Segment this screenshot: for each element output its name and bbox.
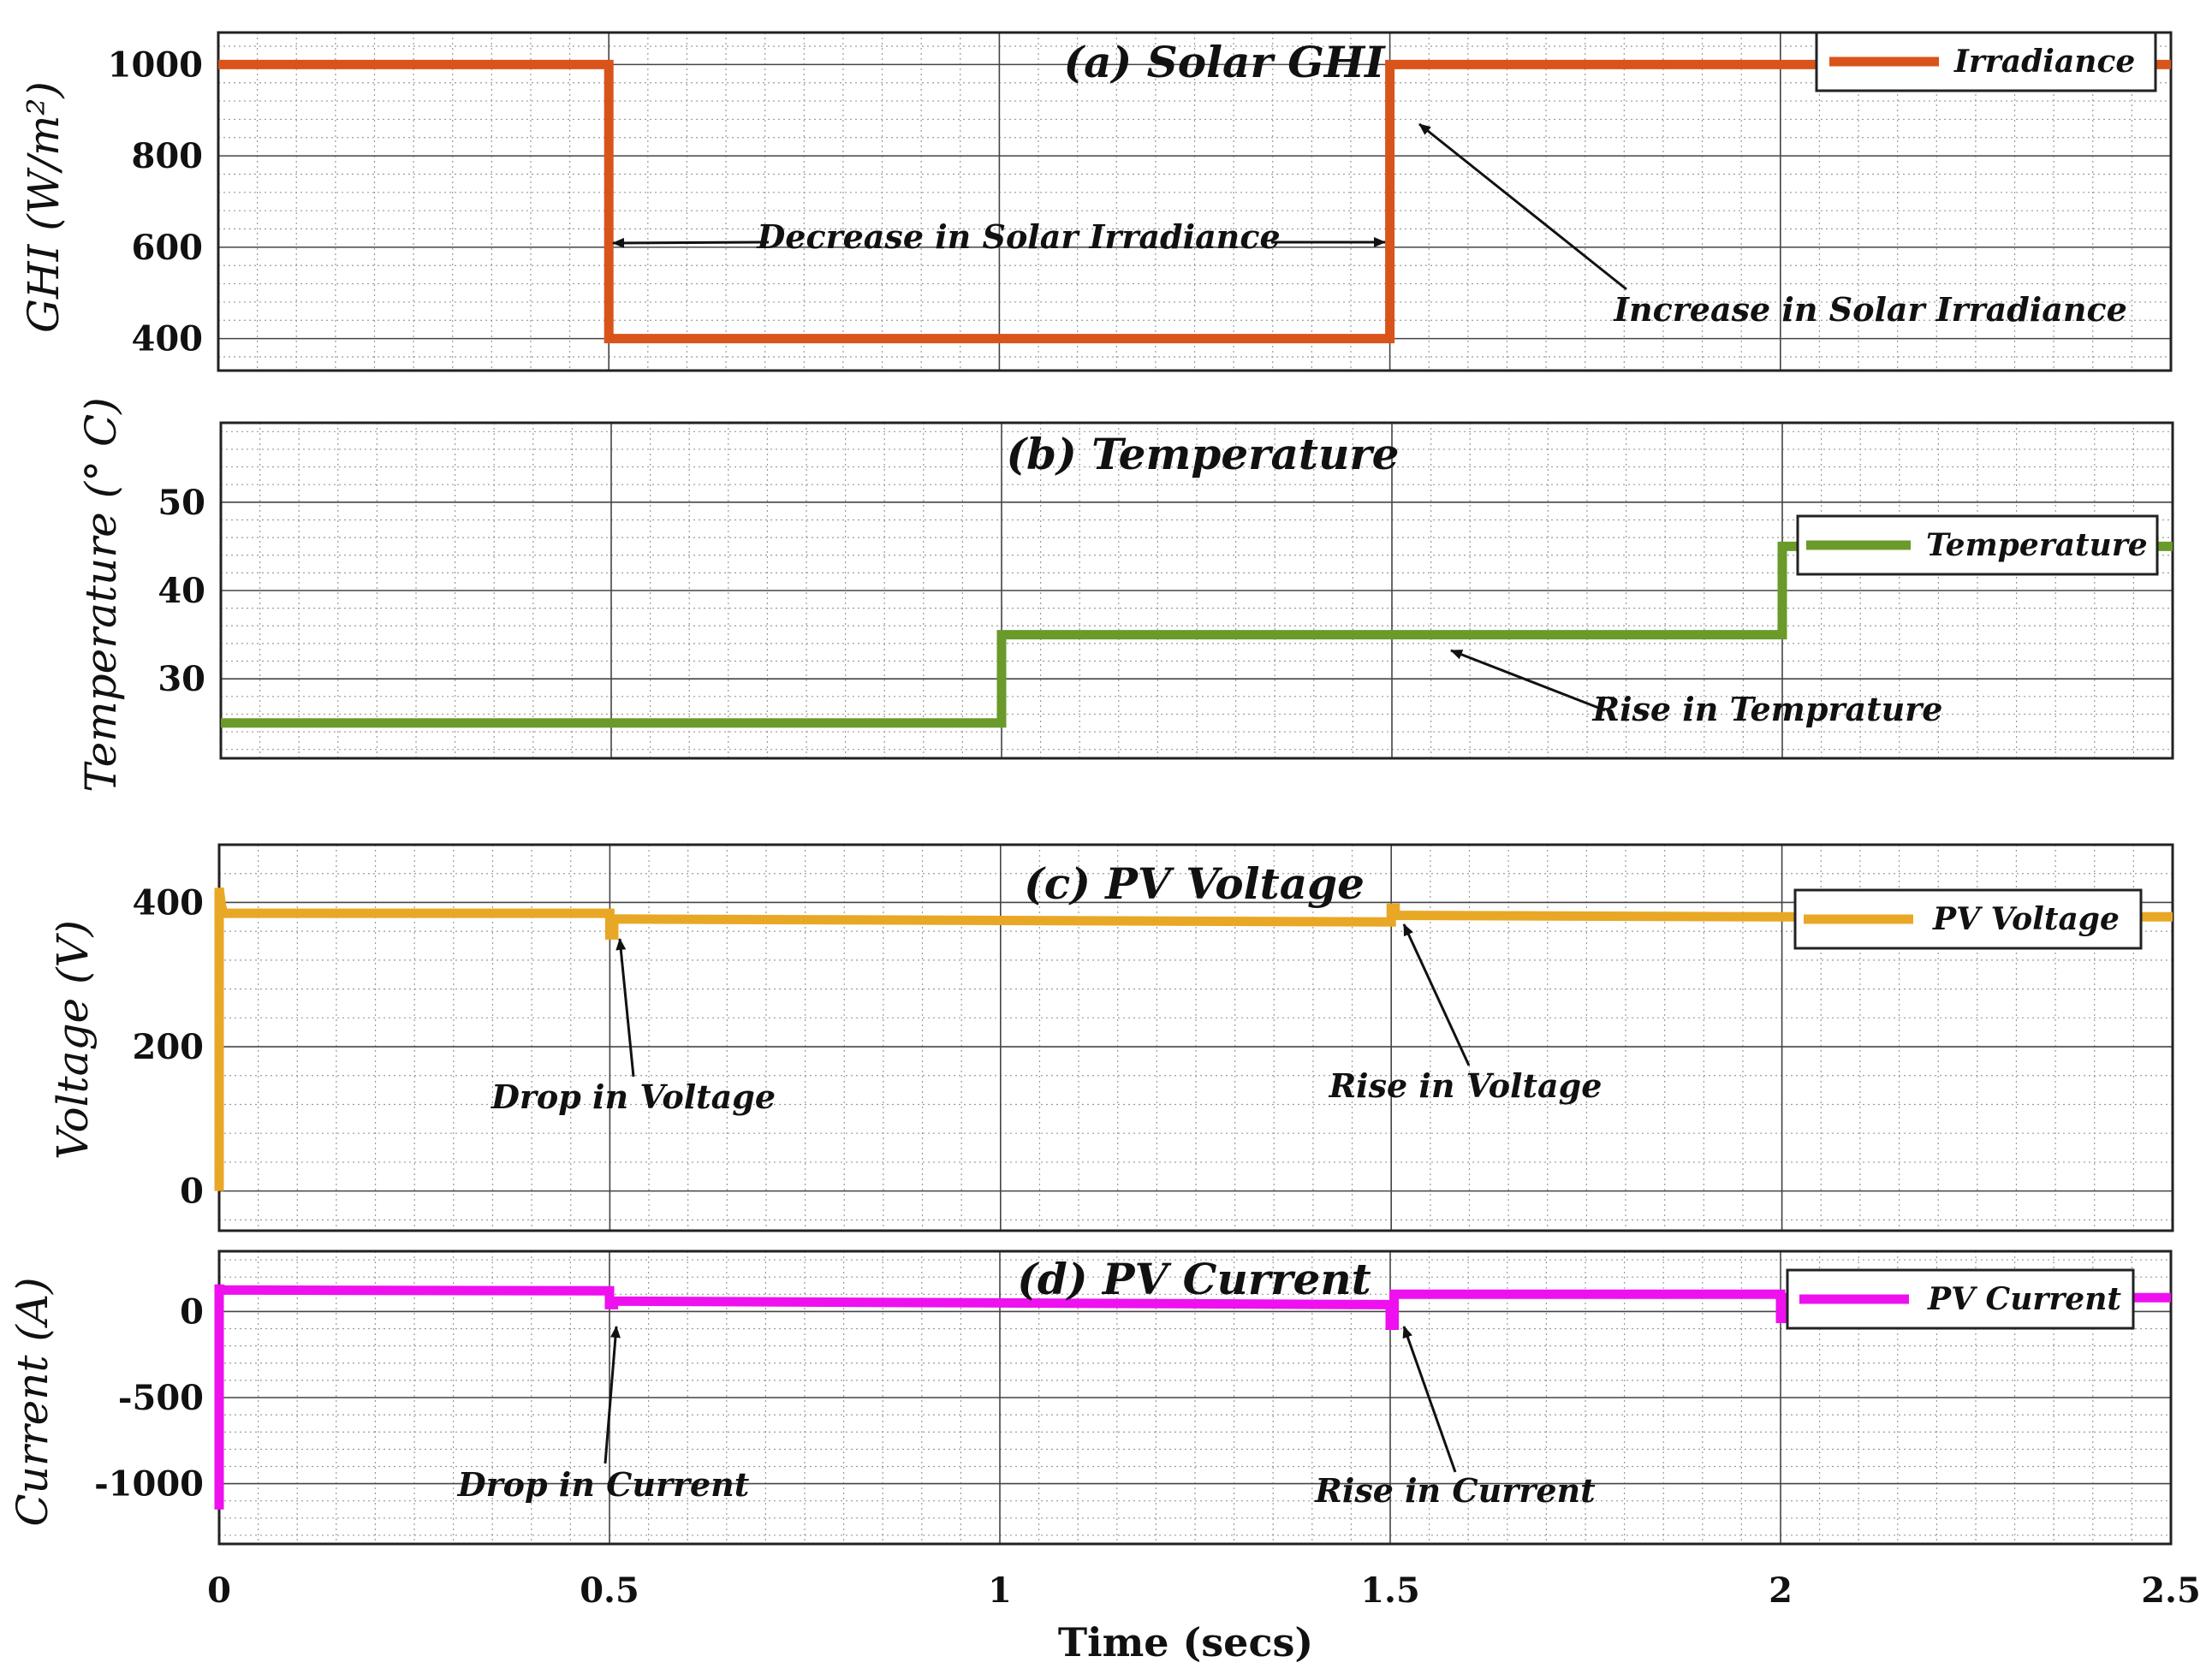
annotation-rise-current: Rise in Current [1314,1326,1596,1510]
x-axis-label: Time (secs) [1058,1619,1313,1665]
y-tick-label-voltage: 0 [180,1172,204,1212]
annotation-text-increase: Increase in Solar Irradiance [1613,290,2127,329]
y-tick-label-ghi: 800 [132,136,204,176]
y-tick-label-ghi: 400 [132,319,204,359]
annotation-text-drop-voltage: Drop in Voltage [491,1077,776,1116]
y-axis-label-voltage: Voltage (V) [48,920,98,1160]
annotation-increase-irradiance: Increase in Solar Irradiance [1418,122,2127,329]
annotation-drop-current: Drop in Current [457,1326,750,1504]
y-tick-label-voltage: 400 [133,882,205,923]
annotation-text-drop-current: Drop in Current [457,1465,750,1504]
y-tick-label-current: -1000 [94,1464,204,1505]
panel-title-voltage: (c) PV Voltage [1024,858,1365,909]
x-tick-label: 2 [1769,1570,1793,1611]
y-tick-label-voltage: 200 [133,1027,205,1067]
y-tick-label-temperature: 50 [158,483,205,523]
y-axis-label-ghi: GHI (W/m²) [19,81,68,333]
panel-title-current: (d) PV Current [1017,1254,1371,1304]
x-axis-ticks: 0 0.5 1 1.5 2 2.5 [207,1570,2201,1611]
plot-frame-ghi [217,31,2173,372]
legend-temperature: Temperature [1796,514,2159,576]
y-tick-label-temperature: 40 [158,571,205,611]
x-tick-label: 2.5 [2141,1570,2201,1611]
annotation-decrease-irradiance: Decrease in Solar Irradiance [612,217,1386,256]
legend-label-pv-current: PV Current [1927,1281,2121,1317]
panel-temperature: 30 40 50 Temperature (° C) (b) Temperature… [76,397,2174,793]
annotation-drop-voltage: Drop in Voltage [491,938,776,1116]
y-axis-label-current: Current (A) [8,1277,57,1526]
y-tick-label-ghi: 1000 [108,45,203,85]
y-tick-label-current: 0 [180,1291,204,1332]
annotation-text-rise-current: Rise in Current [1314,1471,1596,1510]
legend-pv-current: PV Current [1786,1268,2135,1330]
y-tick-label-temperature: 30 [158,659,205,699]
panel-title-ghi: (a) Solar GHI [1063,37,1386,87]
legend-irradiance: Irradiance [1815,31,2157,92]
plot-frame-temperature [219,421,2174,760]
annotation-text-decrease: Decrease in Solar Irradiance [756,217,1280,256]
x-tick-label: 1 [988,1570,1012,1611]
annotation-text-rise-temperature: Rise in Temprature [1591,690,1942,728]
series-line-current [214,1284,2171,1510]
annotation-rise-voltage: Rise in Voltage [1329,923,1603,1105]
x-tick-label: 1.5 [1360,1570,1420,1611]
y-tick-label-ghi: 600 [132,228,204,268]
panel-solar-ghi: 400 600 800 1000 GHI (W/m²) (a) Solar GHI I… [19,31,2173,372]
legend-label-irradiance: Irradiance [1953,44,2135,80]
y-axis-label-temperature: Temperature (° C) [76,397,126,793]
series-line-ghi [218,59,2171,344]
series-line-voltage [214,887,2173,1191]
panel-pv-voltage: 0 200 400 Voltage (V) (c) PV Voltage PV Vo… [48,843,2174,1232]
x-tick-label: 0 [207,1570,231,1611]
panel-title-temperature: (b) Temperature [1007,429,1400,479]
legend-label-pv-voltage: PV Voltage [1932,901,2120,937]
annotation-text-rise-voltage: Rise in Voltage [1329,1066,1603,1105]
legend-label-temperature: Temperature [1926,527,2148,563]
x-tick-label: 0.5 [580,1570,639,1611]
legend-pv-voltage: PV Voltage [1793,888,2143,950]
panel-pv-current: -1000 -500 0 Current (A) (d) PV Current PV… [8,1250,2173,1546]
y-tick-label-current: -500 [118,1378,204,1418]
annotation-rise-temperature: Rise in Temprature [1450,649,1943,728]
